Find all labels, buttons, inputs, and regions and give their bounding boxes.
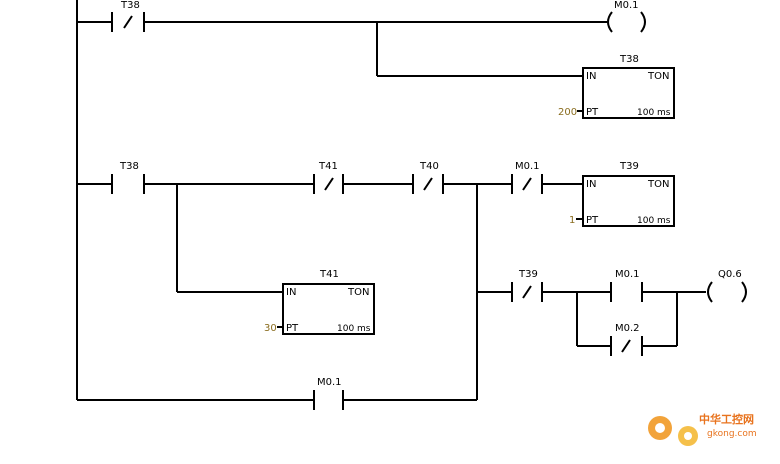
contact-label: T41 bbox=[318, 161, 338, 172]
timer-t38-block[interactable]: T38 IN TON PT 100 ms 200 bbox=[558, 54, 675, 119]
timer-in-pin: IN bbox=[586, 71, 596, 82]
rung-1: T38 M0.1 T38 IN TON PT 100 ms 200 bbox=[77, 0, 675, 119]
watermark-logo: 中华工控网 gkong.com bbox=[648, 412, 757, 446]
timer-in-pin: IN bbox=[286, 287, 296, 298]
contact-t39-nc[interactable]: T39 bbox=[511, 269, 543, 302]
contact-label: T38 bbox=[119, 161, 139, 172]
contact-label: M0.2 bbox=[615, 323, 640, 334]
coil-q0-6[interactable]: Q0.6 bbox=[707, 269, 747, 303]
timer-type: TON bbox=[647, 179, 669, 190]
timer-in-pin: IN bbox=[586, 179, 596, 190]
contact-label: M0.1 bbox=[515, 161, 540, 172]
timer-name: T41 bbox=[319, 269, 339, 280]
timer-type: TON bbox=[347, 287, 369, 298]
timer-name: T38 bbox=[619, 54, 639, 65]
watermark-en: gkong.com bbox=[707, 429, 757, 439]
contact-label: T38 bbox=[120, 0, 140, 11]
timer-name: T39 bbox=[619, 161, 639, 172]
coil-m0-1[interactable]: M0.1 bbox=[607, 0, 646, 33]
timer-base: 100 ms bbox=[337, 324, 371, 334]
contact-m0-1-no[interactable]: M0.1 bbox=[610, 269, 643, 302]
contact-t41-nc[interactable]: T41 bbox=[313, 161, 344, 194]
timer-pt-pin: PT bbox=[286, 323, 299, 334]
contact-label: M0.1 bbox=[317, 377, 342, 388]
contact-label: M0.1 bbox=[615, 269, 640, 280]
contact-label: T40 bbox=[419, 161, 439, 172]
gear-icon bbox=[648, 416, 698, 446]
timer-pt-pin: PT bbox=[586, 107, 599, 118]
timer-base: 100 ms bbox=[637, 216, 671, 226]
timer-pt-pin: PT bbox=[586, 215, 599, 226]
watermark-cn: 中华工控网 bbox=[699, 412, 754, 426]
timer-preset: 30 bbox=[264, 323, 277, 334]
contact-t38-nc[interactable]: T38 bbox=[111, 0, 145, 32]
timer-base: 100 ms bbox=[637, 108, 671, 118]
timer-preset: 200 bbox=[558, 107, 577, 118]
coil-label: Q0.6 bbox=[718, 269, 742, 280]
contact-t40-nc[interactable]: T40 bbox=[412, 161, 444, 194]
contact-t38-no[interactable]: T38 bbox=[111, 161, 145, 194]
contact-m0-1-nc[interactable]: M0.1 bbox=[511, 161, 543, 194]
contact-m0-1-parallel[interactable]: M0.1 bbox=[313, 377, 344, 410]
contact-label: T39 bbox=[518, 269, 538, 280]
coil-label: M0.1 bbox=[614, 0, 639, 11]
rung-2: T38 T41 T40 M0.1 T39 bbox=[77, 161, 747, 410]
timer-preset: 1 bbox=[569, 215, 575, 226]
timer-t41-block[interactable]: T41 IN TON PT 100 ms 30 bbox=[264, 269, 375, 335]
timer-t39-block[interactable]: T39 IN TON PT 100 ms 1 bbox=[569, 161, 675, 227]
contact-m0-2-nc[interactable]: M0.2 bbox=[610, 323, 643, 356]
timer-type: TON bbox=[647, 71, 669, 82]
